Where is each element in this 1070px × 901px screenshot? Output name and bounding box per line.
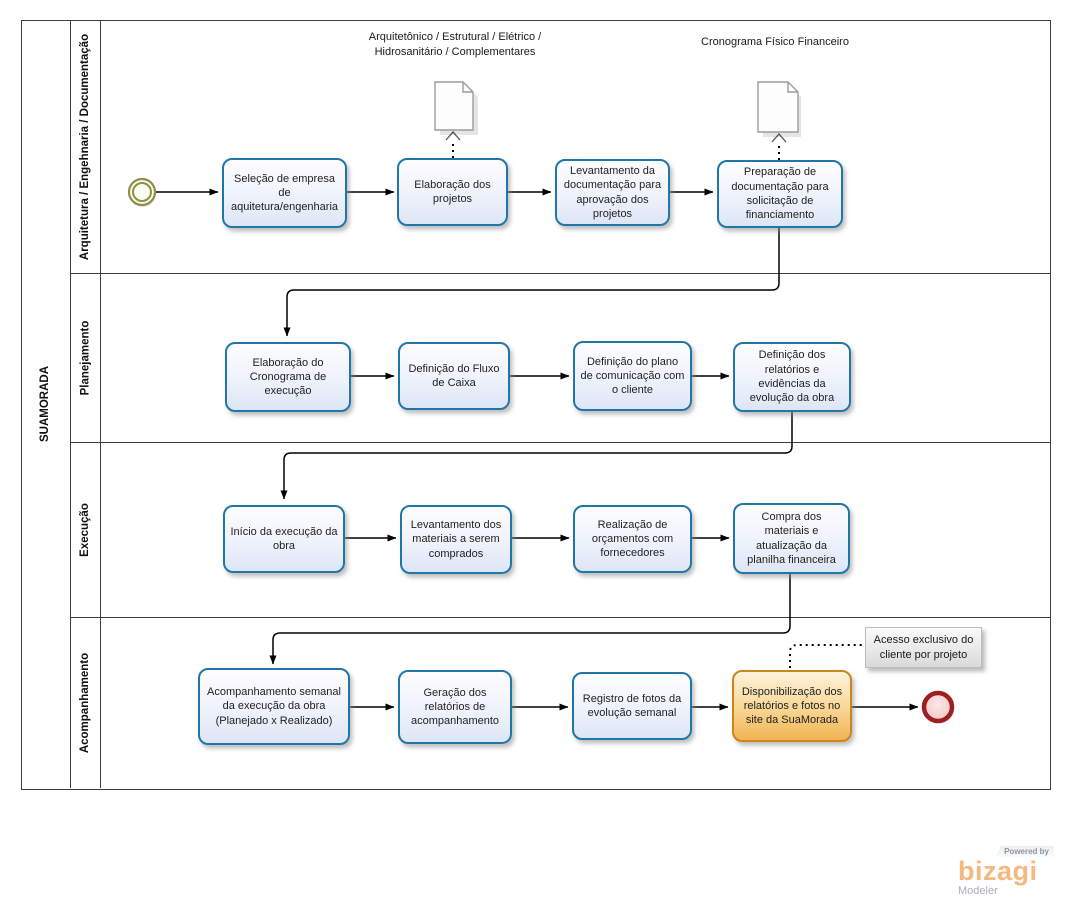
association-doc1-arrow	[445, 131, 461, 141]
flow-lane2-to-lane3	[280, 412, 793, 500]
end-event[interactable]	[921, 690, 955, 724]
association-annotation	[789, 644, 862, 668]
task-selecao-empresa[interactable]: Seleção de empresa de aquitetura/engenha…	[222, 158, 347, 228]
powered-by-ribbon: Powered by	[958, 841, 1054, 859]
flow-lane3-to-lane4	[269, 574, 791, 665]
task-definicao-relatorios[interactable]: Definição dos relatórios e evidências da…	[733, 342, 851, 412]
task-elaboracao-cronograma[interactable]: Elaboração do Cronograma de execução	[225, 342, 351, 412]
document-fold-1	[462, 82, 473, 93]
task-realizacao-orcamentos[interactable]: Realização de orçamentos com fornecedore…	[573, 505, 692, 573]
flow-lane1-to-lane2	[283, 228, 780, 337]
task-levantamento-documentacao[interactable]: Levantamento da documentação para aprova…	[555, 159, 670, 226]
task-disponibilizacao-relatorios[interactable]: Disponibilização dos relatórios e fotos …	[732, 670, 852, 742]
data-object-label-projects: Arquitetônico / Estrutural / Elétrico / …	[368, 31, 542, 58]
task-definicao-fluxo-caixa[interactable]: Definição do Fluxo de Caixa	[398, 342, 510, 410]
document-fold-2	[787, 82, 798, 93]
pool-label-divider	[70, 20, 71, 788]
task-levantamento-materiais[interactable]: Levantamento dos materiais a serem compr…	[400, 505, 512, 574]
lane-label-divider	[100, 20, 101, 788]
start-event-inner-ring	[132, 182, 152, 202]
document-icon-cronograma[interactable]	[757, 81, 799, 133]
task-acompanhamento-semanal[interactable]: Acompanhamento semanal da execução da ob…	[198, 668, 350, 745]
bizagi-logo: Powered by bizagi Modeler	[958, 841, 1054, 897]
lane-divider-1	[70, 273, 1050, 274]
task-elaboracao-projetos[interactable]: Elaboração dos projetos	[397, 158, 508, 226]
pool-border	[21, 20, 1051, 790]
task-inicio-execucao[interactable]: Início da execução da obra	[223, 505, 345, 573]
task-geracao-relatorios[interactable]: Geração dos relatórios de acompanhamento	[398, 670, 512, 744]
data-object-label-cronograma: Cronograma Físico Financeiro	[701, 36, 849, 48]
bizagi-wordmark: bizagi	[958, 856, 1038, 886]
association-doc2-arrow	[771, 133, 787, 143]
document-icon-projects[interactable]	[434, 81, 474, 131]
modeler-label: Modeler	[958, 884, 998, 897]
task-registro-fotos[interactable]: Registro de fotos da evolução semanal	[572, 672, 692, 740]
annotation-acesso-exclusivo[interactable]: Acesso exclusivo do cliente por projeto	[865, 627, 982, 668]
lane-divider-2	[70, 442, 1050, 443]
task-definicao-plano-comunicacao[interactable]: Definição do plano de comunicação com o …	[573, 341, 692, 411]
lane-divider-3	[70, 617, 1050, 618]
task-compra-materiais[interactable]: Compra dos materiais e atualização da pl…	[733, 503, 850, 574]
task-preparacao-documentacao[interactable]: Preparação de documentação para solicita…	[717, 160, 843, 228]
